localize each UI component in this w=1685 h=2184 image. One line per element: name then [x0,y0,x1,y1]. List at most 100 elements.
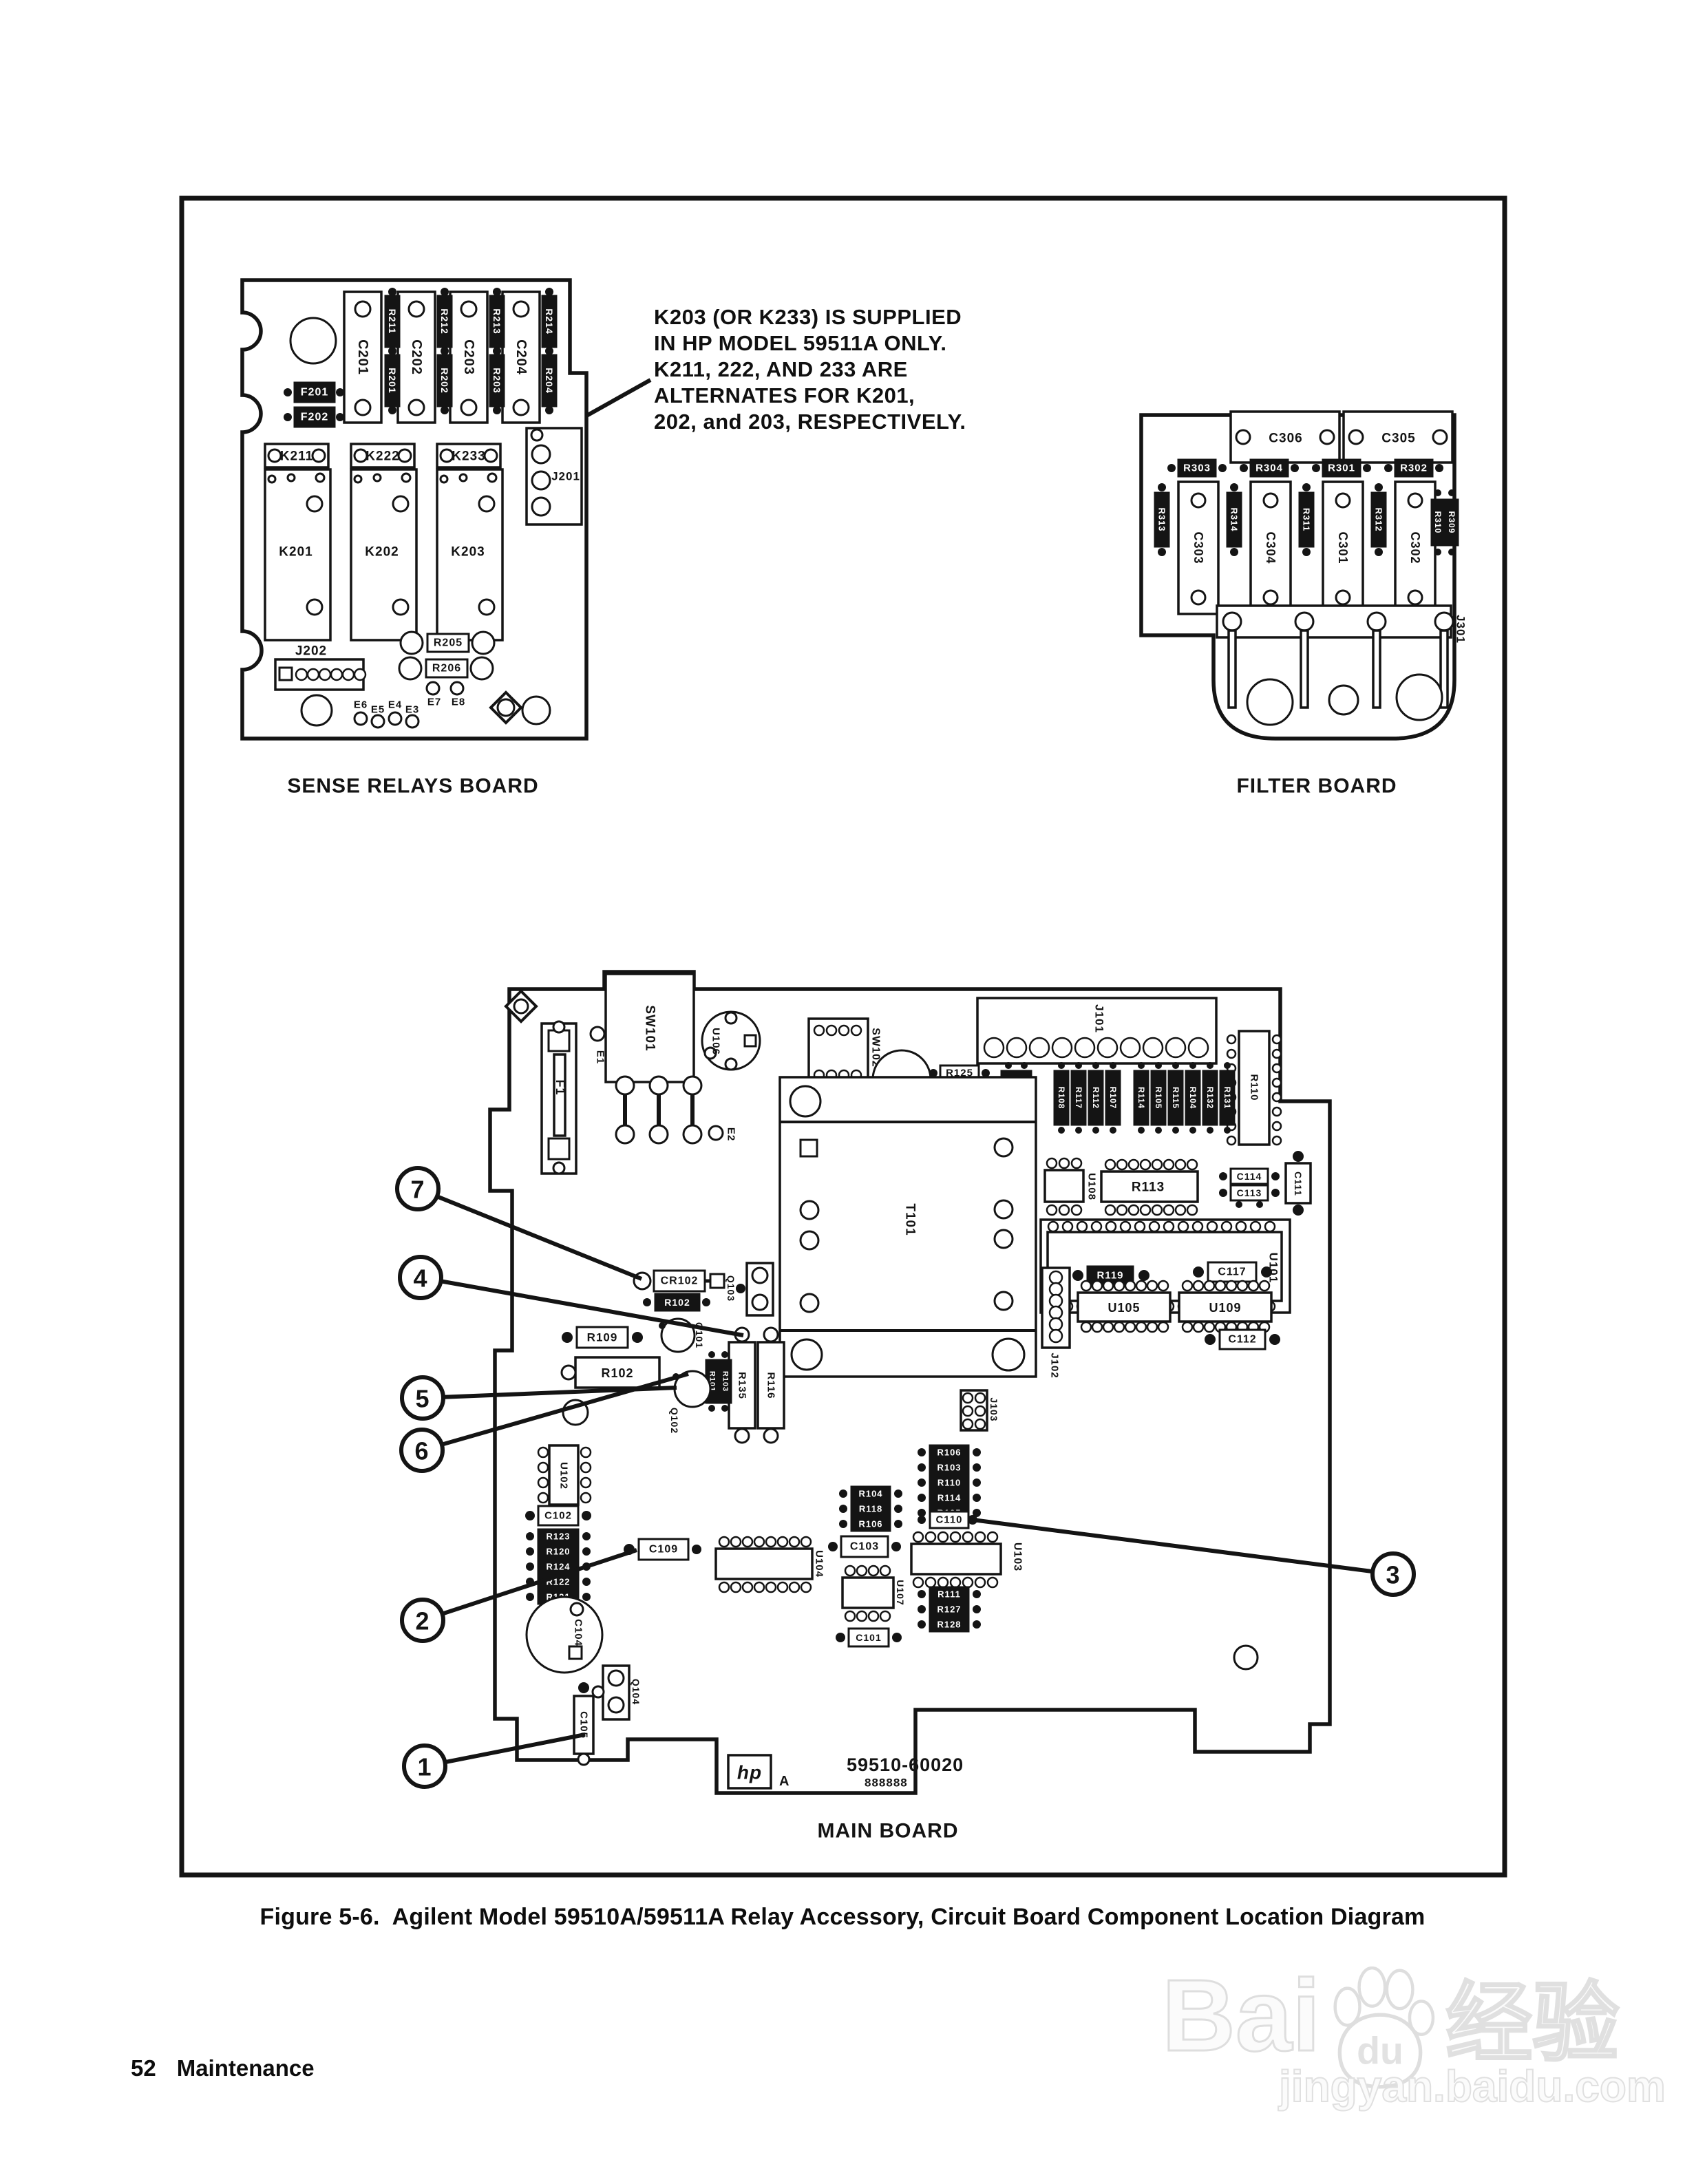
component-c112 [1218,1328,1267,1350]
pad [1167,464,1176,472]
hole [521,695,551,725]
hole [1074,1037,1096,1059]
label-r110: R110 [1249,1074,1260,1101]
hole [1048,1270,1063,1285]
component-body [1439,629,1449,709]
hole [1006,1037,1028,1059]
label-r103: R103 [937,1463,961,1473]
component-c109 [637,1538,690,1561]
hole [1048,1282,1063,1297]
callout-6: 6 [399,1372,689,1473]
hole [991,1337,1026,1372]
hole [1220,1220,1233,1233]
component-body [1238,1030,1271,1146]
annotation-line: K211, 222, AND 233 ARE [654,357,908,381]
pad [1172,1062,1179,1069]
hole [1091,1321,1103,1333]
label-c306: C306 [1269,432,1302,446]
component-r106 [850,1516,891,1532]
baidu-url: jingyan.baidu.com [1278,2061,1666,2112]
pad [493,347,501,355]
hole [1070,1157,1083,1169]
hole [1048,1293,1063,1308]
component-body [841,1576,895,1609]
hole [1271,1034,1282,1045]
hole [993,1137,1014,1158]
pad [708,1405,715,1412]
hole [879,1610,891,1622]
pad [545,406,553,414]
label-k233: K233 [452,449,485,464]
label-r111: R111 [937,1589,961,1600]
label-cr102: CR102 [661,1275,699,1287]
component-body [778,1076,1037,1378]
component-r128 [929,1616,970,1633]
component-r304 [1249,458,1289,478]
hole [1192,1280,1205,1292]
hole [1105,1220,1117,1233]
hole [844,1565,856,1577]
label-c203: C203 [461,339,476,375]
hole [1271,1048,1282,1059]
label-r102: R102 [664,1297,690,1308]
label-hp: hp [737,1762,762,1783]
pad [284,388,292,396]
label-c104: C104 [573,1619,584,1646]
hole [788,1536,801,1548]
label-r135: R135 [736,1372,748,1399]
pad [894,1520,902,1528]
label-888888: 888888 [865,1777,908,1790]
label-e5: E5 [371,704,385,716]
component-body [714,1547,814,1580]
square-pad [568,1645,583,1660]
label-u104: U104 [814,1550,825,1578]
hole [354,300,372,318]
hole [1119,1037,1141,1059]
hole [1246,678,1294,726]
annotation-line: 202, and 203, RESPECTIVELY. [654,410,966,434]
hole [789,1085,822,1118]
hole [1203,1321,1216,1333]
label-3: 3 [1386,1561,1400,1589]
component-body [1077,1291,1172,1323]
hole [974,1392,986,1404]
hole [1076,1220,1088,1233]
pad [582,1578,591,1586]
callout-circle [1370,1551,1416,1597]
hole [1048,1328,1063,1344]
label-r211: R211 [387,309,398,335]
hole [512,300,530,318]
hole [580,1476,592,1489]
pad [582,1547,591,1556]
hole [682,1075,703,1096]
component-r104 [1185,1070,1201,1126]
baidu-paw-icon: du [1333,1966,1435,2089]
hole [753,1536,765,1548]
label-r132: R132 [1205,1087,1215,1110]
pad [1172,1127,1179,1134]
hole [1348,429,1364,445]
pad [1375,483,1383,491]
square-pad [547,1137,571,1160]
pad [1155,1127,1162,1134]
hole [1113,1280,1125,1292]
label-r114: R114 [1136,1087,1146,1109]
label-r128: R128 [937,1620,961,1630]
hole [1395,673,1443,721]
annotation-line: K203 (OR K233) IS SUPPLIED [654,305,962,329]
component-r108 [1053,1070,1070,1126]
hole [397,448,412,463]
component-f201 [293,381,336,403]
pad [1158,483,1166,491]
pad [1155,1062,1162,1069]
label-6: 6 [414,1437,429,1465]
label-e1: E1 [595,1050,606,1064]
component-r206 [425,658,469,679]
label-r204: R204 [544,368,555,393]
label-r109: R109 [587,1331,618,1344]
hole [388,711,403,726]
hole [1174,1158,1187,1171]
hole [1142,1037,1164,1059]
callout-2: 2 [400,1548,637,1643]
